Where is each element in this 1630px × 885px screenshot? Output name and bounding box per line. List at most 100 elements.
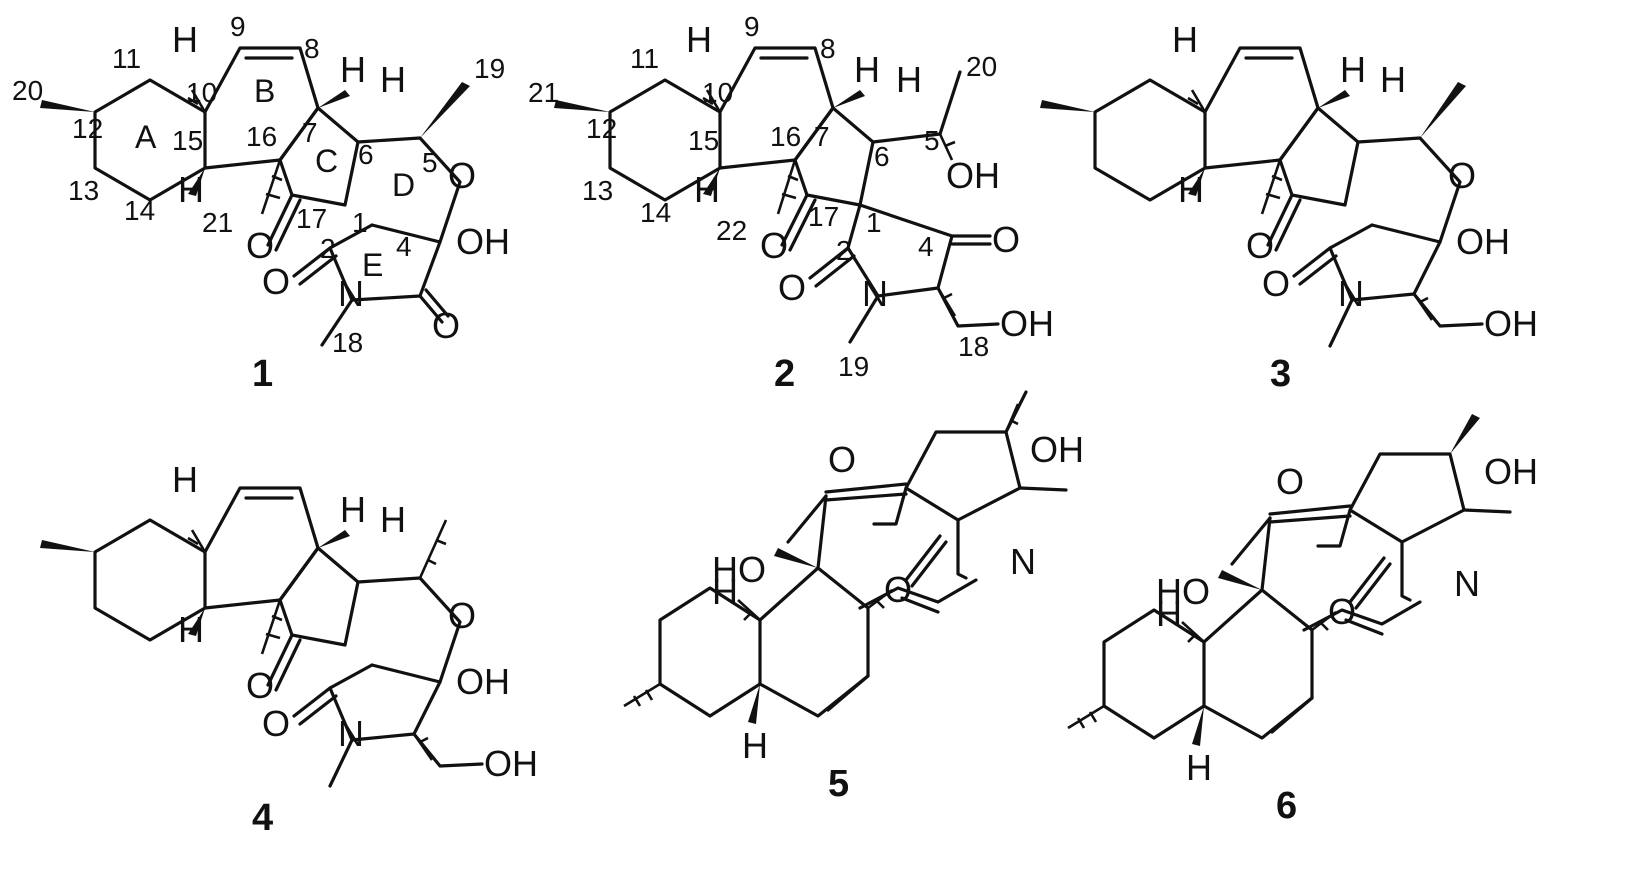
- compound-1-h-6: H: [380, 59, 406, 100]
- compound-2-locant: 7: [814, 121, 830, 152]
- compound-5-id: 5: [828, 763, 849, 805]
- compound-2-locant: 10: [702, 77, 733, 108]
- compound-2-locant: 9: [744, 11, 760, 42]
- compound-1-locant: 17: [296, 203, 327, 234]
- compound-2-locant: 17: [808, 201, 839, 232]
- compound-5-oh: OH: [1030, 429, 1084, 470]
- compound-1-locant: 14: [124, 195, 155, 226]
- compound-1-locant: 12: [72, 113, 103, 144]
- compound-1-locant: 20: [12, 75, 43, 106]
- compound-2-locant: 21: [528, 77, 559, 108]
- compound-3-h-10: H: [1172, 19, 1198, 60]
- compound-1-oh: OH: [456, 221, 510, 262]
- compound-2-h-7: H: [854, 49, 880, 90]
- compound-1-locant: 7: [302, 117, 318, 148]
- compound-4-n: N: [338, 713, 364, 754]
- compound-5-h-top: H: [712, 571, 738, 612]
- compound-2-o-2: O: [778, 267, 806, 308]
- compound-6-id: 6: [1276, 785, 1297, 827]
- compound-2-h-10: H: [686, 19, 712, 60]
- compound-4-h-6: H: [380, 499, 406, 540]
- compound-5-o-lactam: O: [884, 569, 912, 610]
- compound-4-o-2: O: [262, 703, 290, 744]
- compound-3-oh-4: OH: [1456, 221, 1510, 262]
- compound-2-locant: 6: [874, 141, 890, 172]
- compound-1-locant: 8: [304, 33, 320, 64]
- compound-1-locant: 9: [230, 11, 246, 42]
- compound-5-structure: O OH HO N O H H 5: [623, 390, 1084, 805]
- compound-2-structure: H H H H O O N O OH OH 1 2 4 5 6 7 8 9 10…: [528, 11, 1054, 395]
- compound-1-h-10: H: [172, 19, 198, 60]
- compound-3-o-17: O: [1246, 225, 1274, 266]
- compound-2-locant: 2: [836, 235, 852, 266]
- compound-2-locant: 22: [716, 215, 747, 246]
- compound-6-o-ketone: O: [1276, 461, 1304, 502]
- compound-4-id: 4: [252, 797, 273, 839]
- compound-5-h-bottom: H: [742, 725, 768, 766]
- compound-3-id: 3: [1270, 353, 1291, 395]
- compound-2-locant: 19: [838, 351, 869, 382]
- compound-1-structure: H H H H O O O N O OH A B C D E 1 2 4 5 6…: [12, 11, 510, 395]
- compound-2-locant: 12: [586, 113, 617, 144]
- compound-1-locant: 13: [68, 175, 99, 206]
- compound-1-locant: 11: [112, 43, 141, 74]
- compound-2-locant: 5: [924, 125, 940, 156]
- compound-2-locant: 4: [918, 231, 934, 262]
- compound-1-h-7: H: [340, 49, 366, 90]
- compound-2-locant: 8: [820, 33, 836, 64]
- compound-2-n: N: [862, 273, 888, 314]
- compound-5-ho: HO: [712, 549, 766, 590]
- compound-6-structure: O OH HO N O H H 6: [1067, 414, 1538, 827]
- compound-1-ring-c: C: [315, 143, 338, 179]
- compound-4-structure: H H H H O O N O OH OH 4: [40, 459, 538, 839]
- compound-3-n: N: [1338, 273, 1364, 314]
- compound-1-o-ring: O: [448, 155, 476, 196]
- compound-2-locant: 15: [688, 125, 719, 156]
- compound-4-o-17: O: [246, 665, 274, 706]
- compound-2-id: 2: [774, 353, 795, 395]
- compound-1-locant: 2: [320, 233, 336, 264]
- compound-2-o-17: O: [760, 225, 788, 266]
- compound-1-locant: 6: [358, 139, 374, 170]
- compound-3-h-15: H: [1178, 169, 1204, 210]
- compound-1-locant: 19: [474, 53, 505, 84]
- compound-2-locant: 18: [958, 331, 989, 362]
- compound-4-o-ring: O: [448, 595, 476, 636]
- compound-2-locant: 11: [630, 43, 659, 74]
- compound-4-h-10: H: [172, 459, 198, 500]
- compound-4-oh-4: OH: [456, 661, 510, 702]
- compound-1-locant: 21: [202, 207, 233, 238]
- compound-1-n: N: [338, 273, 364, 314]
- compound-6-oh: OH: [1484, 451, 1538, 492]
- compound-6-n: N: [1454, 563, 1480, 604]
- compound-1-locant: 18: [332, 327, 363, 358]
- compound-2-locant: 1: [866, 207, 882, 238]
- compound-4-h-7: H: [340, 489, 366, 530]
- compound-5-o-ketone: O: [828, 439, 856, 480]
- compound-2-o-4: O: [992, 219, 1020, 260]
- compound-1-locant: 1: [352, 207, 368, 238]
- compound-6-h-bottom: H: [1186, 747, 1212, 788]
- compound-3-structure: H H H H O O N O OH OH 3: [1040, 19, 1538, 395]
- compound-1-o-17: O: [246, 225, 274, 266]
- compound-1-locant: 5: [422, 147, 438, 178]
- compound-1-locant: 4: [396, 231, 412, 262]
- compound-1-locant: 15: [172, 125, 203, 156]
- compound-1-locant: 10: [186, 77, 217, 108]
- compound-2-locant: 14: [640, 197, 671, 228]
- compound-2-locant: 20: [966, 51, 997, 82]
- compound-6-ho: HO: [1156, 571, 1210, 612]
- compound-3-o-2: O: [1262, 263, 1290, 304]
- compound-5-n: N: [1010, 541, 1036, 582]
- compound-1-ring-e: E: [362, 247, 383, 283]
- compound-3-oh-18: OH: [1484, 303, 1538, 344]
- compound-3-h-7: H: [1340, 49, 1366, 90]
- compound-1-o-3: O: [432, 305, 460, 346]
- compound-1-id: 1: [252, 353, 273, 395]
- compound-6-o-lactam: O: [1328, 591, 1356, 632]
- compound-2-h-15: H: [694, 169, 720, 210]
- compound-1-ring-b: B: [254, 73, 275, 109]
- compound-3-o-ring: O: [1448, 155, 1476, 196]
- compound-2-locant: 13: [582, 175, 613, 206]
